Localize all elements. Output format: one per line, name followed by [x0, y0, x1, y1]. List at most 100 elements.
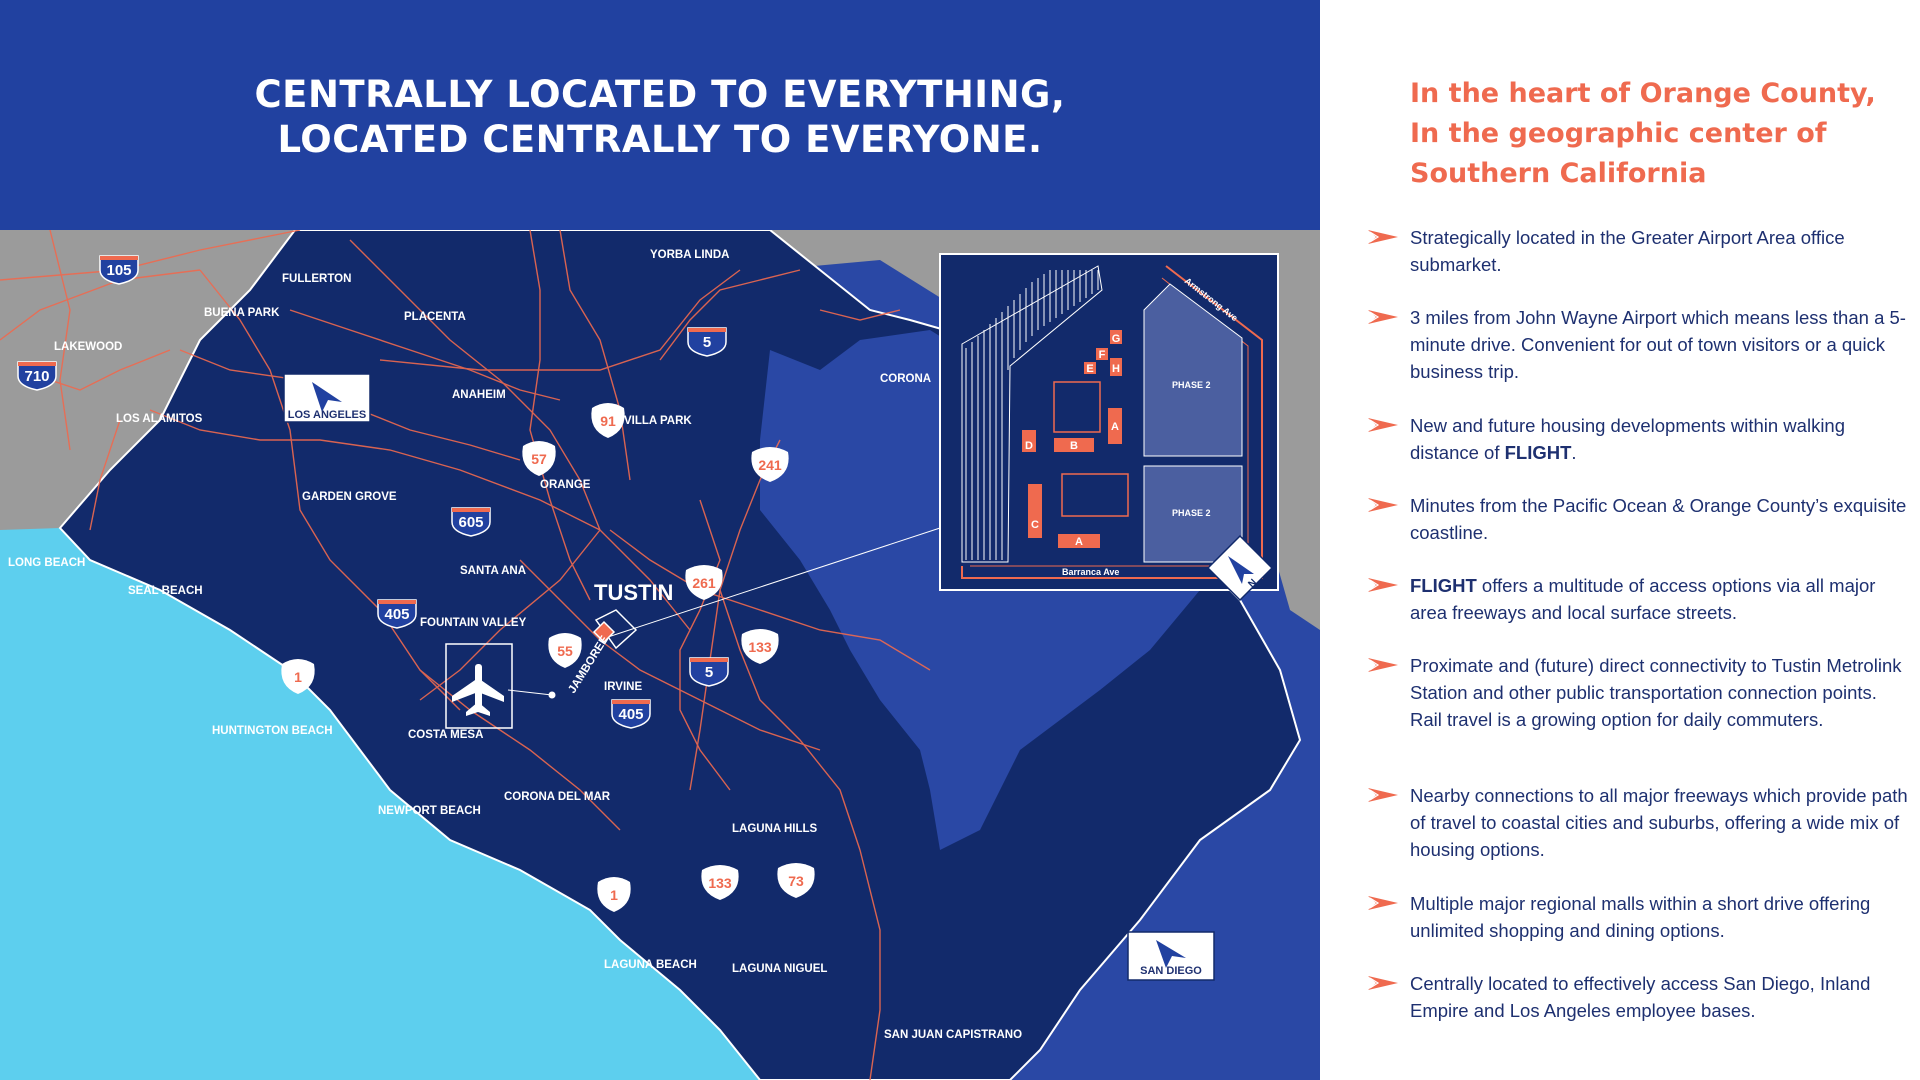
arrow-icon — [1368, 896, 1398, 910]
los-angeles-logo-label: LOS ANGELES — [288, 409, 366, 421]
airport-dot — [548, 691, 556, 699]
feature-item-text-before: Nearby connections to all major freeways… — [1410, 785, 1908, 860]
arrow-icon — [1368, 976, 1398, 990]
inset-street-barranca: Barranca Ave — [1062, 567, 1119, 577]
interstate-5-north-shield: 5 — [687, 327, 727, 357]
feature-item-text: FLIGHT offers a multitude of access opti… — [1410, 575, 1875, 623]
inset-label-e: E — [1086, 363, 1093, 375]
city-corona-del-mar: CORONA DEL MAR — [504, 791, 611, 803]
state-route-73-number: 73 — [788, 873, 804, 889]
inset-phase-2-north-label: PHASE 2 — [1172, 380, 1211, 390]
state-route-55-shield: 55 — [548, 633, 582, 668]
airplane-icon — [452, 664, 504, 716]
state-route-1-laguna-shield: 1 — [597, 877, 631, 912]
feature-item-brand: FLIGHT — [1410, 575, 1477, 596]
feature-item-text: Centrally located to effectively access … — [1410, 973, 1870, 1021]
orange-county-map: LOS ANGELES SAN DIEGO 105 710 5 605 — [0, 230, 1320, 1080]
inset-label-a-north: A — [1111, 421, 1119, 433]
arrow-icon — [1368, 230, 1398, 244]
state-route-241-number: 241 — [758, 457, 782, 473]
city-corona: CORONA — [880, 373, 931, 385]
inset-label-f: F — [1099, 349, 1106, 361]
inset-building-e — [1084, 362, 1096, 374]
city-villa-park: VILLA PARK — [624, 415, 692, 427]
site-marker-icon — [592, 620, 616, 644]
feature-item: Nearby connections to all major freeways… — [1368, 782, 1908, 863]
inset-building-f — [1096, 348, 1108, 360]
city-buena-park: BUENA PARK — [204, 307, 280, 319]
headline-line-1: CENTRALLY LOCATED TO EVERYTHING, — [254, 73, 1066, 116]
feature-item-text: Strategically located in the Greater Air… — [1410, 227, 1845, 275]
inset-parking-outline — [961, 265, 1103, 563]
state-route-55-number: 55 — [557, 643, 573, 659]
state-route-57-shield: 57 — [522, 441, 556, 476]
inset-label-g: G — [1112, 333, 1121, 345]
inset-parking-hatch — [965, 270, 1099, 560]
feature-item-text: Proximate and (future) direct connectivi… — [1410, 655, 1901, 730]
city-seal-beach: SEAL BEACH — [128, 585, 203, 597]
state-route-261-number: 261 — [692, 575, 716, 591]
feature-item: Minutes from the Pacific Ocean & Orange … — [1368, 492, 1908, 546]
interstate-710-shield: 710 — [17, 361, 57, 391]
inset-main-building-south — [1061, 473, 1129, 517]
inset-label-d: D — [1025, 440, 1033, 452]
feature-item: Multiple major regional malls within a s… — [1368, 890, 1908, 944]
interstate-405-irvine-number: 405 — [618, 706, 643, 723]
city-anaheim: ANAHEIM — [452, 389, 506, 401]
city-laguna-hills: LAGUNA HILLS — [732, 823, 818, 835]
state-route-91-shield: 91 — [591, 403, 625, 438]
info-title-line-1: In the heart of Orange County, — [1410, 78, 1876, 109]
interstate-405-west-shield: 405 — [377, 599, 417, 629]
arrow-icon — [1368, 578, 1398, 592]
inset-label-h: H — [1112, 363, 1120, 375]
city-lakewood: LAKEWOOD — [54, 341, 122, 353]
inset-phase-2-south-label: PHASE 2 — [1172, 508, 1211, 518]
city-costa-mesa: COSTA MESA — [408, 729, 483, 741]
feature-item: Strategically located in the Greater Air… — [1368, 224, 1908, 278]
inset-label-b: B — [1070, 440, 1078, 452]
feature-item-text-before: Centrally located to effectively access … — [1410, 973, 1871, 1021]
inset-main-building-north — [1053, 381, 1101, 433]
state-route-133-south-shield: 133 — [701, 865, 739, 900]
feature-item-text-after: . — [1571, 442, 1577, 463]
state-route-91-number: 91 — [600, 413, 616, 429]
site-plan-inset: PHASE 2 PHASE 2 A B C D E F G H A Armstr… — [939, 253, 1279, 602]
headline: CENTRALLY LOCATED TO EVERYTHING, LOCATED… — [0, 72, 1320, 162]
info-title-line-2: In the geographic center of — [1410, 118, 1827, 149]
feature-item-text: New and future housing developments with… — [1410, 415, 1845, 463]
feature-item-text-before: New and future housing developments with… — [1410, 415, 1846, 463]
feature-item-brand: FLIGHT — [1504, 442, 1572, 463]
state-route-1-huntington-number: 1 — [294, 669, 302, 685]
feature-item: New and future housing developments with… — [1368, 412, 1908, 466]
arrow-icon — [1368, 788, 1398, 802]
city-irvine: IRVINE — [604, 681, 642, 693]
feature-item-text-before: Strategically located in the Greater Air… — [1410, 227, 1845, 275]
arrow-icon — [1368, 310, 1398, 324]
city-laguna-beach: LAGUNA BEACH — [604, 959, 697, 971]
feature-item-text-before: 3 miles from John Wayne Airport which me… — [1410, 307, 1906, 382]
city-san-juan-capistrano: SAN JUAN CAPISTRANO — [884, 1029, 1022, 1041]
interstate-710-number: 710 — [24, 368, 49, 385]
feature-item-text-before: Multiple major regional malls within a s… — [1410, 893, 1871, 941]
arrow-icon — [1368, 418, 1398, 432]
city-fountain-valley: FOUNTAIN VALLEY — [420, 617, 527, 629]
info-panel: In the heart of Orange County, In the ge… — [1320, 0, 1920, 1080]
headline-line-2: LOCATED CENTRALLY TO EVERYONE. — [277, 118, 1043, 161]
info-title: In the heart of Orange County, In the ge… — [1410, 74, 1900, 194]
feature-item-text: Nearby connections to all major freeways… — [1410, 785, 1908, 860]
airport-connector-line — [507, 689, 553, 696]
interstate-405-west-number: 405 — [384, 606, 409, 623]
inset-phase-2-south — [1143, 465, 1243, 563]
interstate-405-irvine-shield: 405 — [611, 699, 651, 729]
city-tustin: TUSTIN — [594, 580, 673, 605]
interstate-5-north-number: 5 — [703, 334, 711, 351]
state-route-261-shield: 261 — [685, 565, 723, 600]
site-outline — [594, 609, 638, 650]
city-yorba-linda: YORBA LINDA — [650, 249, 729, 261]
city-long-beach: LONG BEACH — [8, 557, 85, 569]
inset-building-a-north — [1108, 408, 1122, 444]
feature-item: FLIGHT offers a multitude of access opti… — [1368, 572, 1908, 626]
state-route-1-laguna-number: 1 — [610, 887, 618, 903]
interstate-105-number: 105 — [106, 262, 131, 279]
state-route-133-north-number: 133 — [748, 639, 772, 655]
